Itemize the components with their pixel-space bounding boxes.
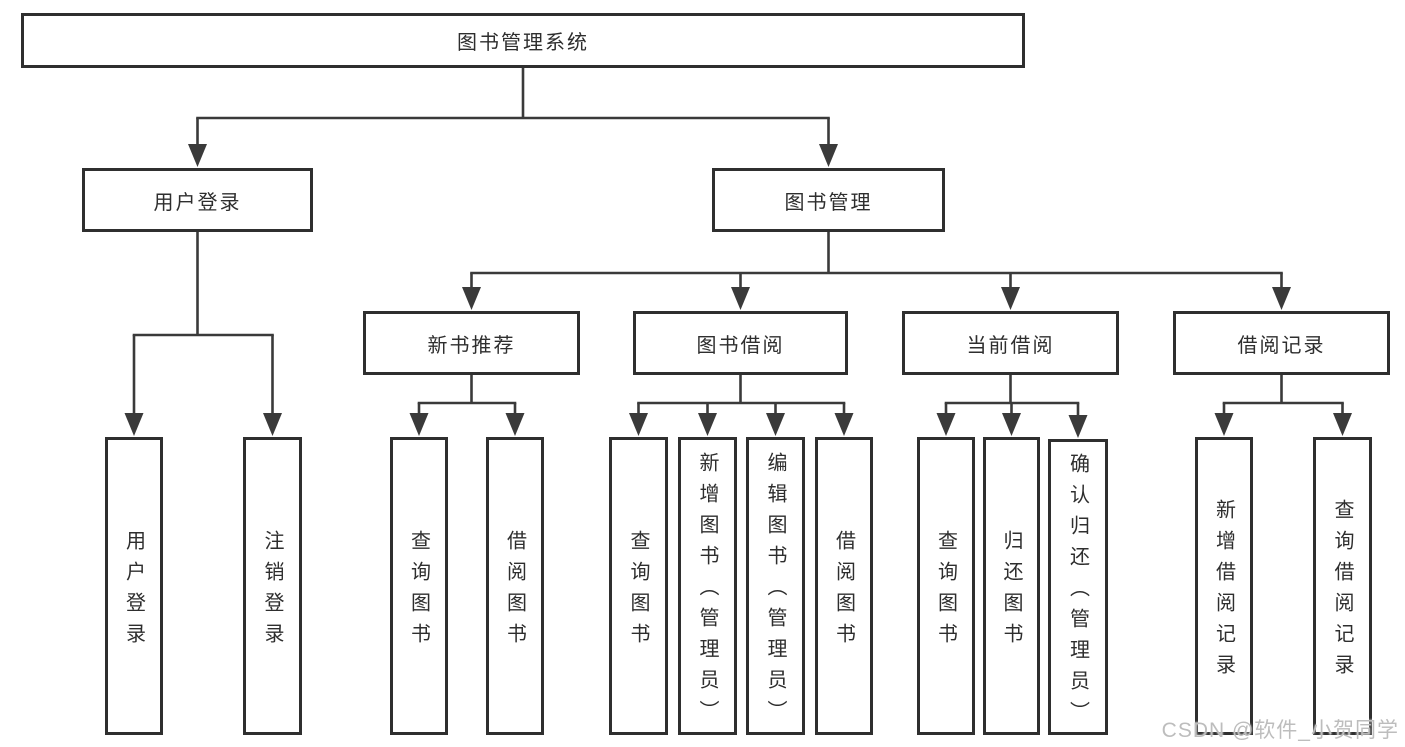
node-label-book-mgmt: 图书管理 — [784, 191, 873, 214]
arrowhead-icon — [698, 413, 717, 436]
node-leaf-confirm-return: 确认归还（管理员） — [1048, 439, 1108, 735]
node-label-book-borrow: 图书借阅 — [696, 334, 785, 357]
arrowhead-icon — [834, 413, 854, 436]
arrowhead-icon — [409, 413, 429, 436]
node-book-mgmt: 图书管理 — [712, 168, 945, 232]
arrowhead-icon — [462, 287, 481, 310]
node-leaf-borrow-book-1: 借阅图书 — [486, 437, 544, 735]
node-leaf-borrow-book-2: 借阅图书 — [815, 437, 873, 735]
node-leaf-logout: 注销登录 — [243, 437, 302, 735]
node-leaf-edit-book: 编辑图书（管理员） — [746, 437, 805, 735]
arrowhead-icon — [1214, 413, 1234, 436]
arrowhead-icon — [1002, 413, 1021, 436]
node-borrow-records: 借阅记录 — [1173, 311, 1390, 375]
node-label-user-login: 用户登录 — [153, 191, 242, 214]
arrowhead-icon — [766, 413, 785, 436]
node-label-leaf-confirm-return: 确认归还（管理员） — [1066, 453, 1089, 732]
node-root: 图书管理系统 — [21, 13, 1025, 68]
node-book-borrow: 图书借阅 — [633, 311, 848, 375]
node-label-leaf-borrow-book-1: 借阅图书 — [503, 529, 526, 654]
node-leaf-query-book-3: 查询图书 — [917, 437, 975, 735]
node-label-leaf-return-book: 归还图书 — [1000, 529, 1022, 654]
node-user-login: 用户登录 — [82, 168, 313, 232]
node-label-leaf-logout: 注销登录 — [261, 529, 283, 654]
node-leaf-return-book: 归还图书 — [983, 437, 1040, 735]
node-label-leaf-query-book-3: 查询图书 — [934, 529, 957, 654]
node-label-leaf-query-record: 查询借阅记录 — [1331, 498, 1353, 685]
node-label-leaf-user-login: 用户登录 — [122, 529, 145, 654]
node-leaf-add-record: 新增借阅记录 — [1195, 437, 1253, 735]
node-label-borrow-records: 借阅记录 — [1237, 334, 1326, 357]
node-leaf-query-book-2: 查询图书 — [609, 437, 668, 735]
arrowhead-icon — [936, 413, 956, 436]
node-label-leaf-query-book-1: 查询图书 — [407, 529, 430, 654]
node-label-leaf-add-book: 新增图书（管理员） — [696, 452, 718, 731]
arrowhead-icon — [731, 287, 750, 310]
node-leaf-query-record: 查询借阅记录 — [1313, 437, 1372, 735]
arrowhead-icon — [124, 413, 144, 436]
arrowhead-icon — [629, 413, 648, 436]
arrowhead-icon — [263, 413, 282, 436]
watermark-text: CSDN @软件_小贺同学 — [1161, 719, 1399, 742]
arrowhead-icon — [819, 144, 838, 167]
arrowhead-icon — [1272, 287, 1291, 310]
node-label-leaf-query-book-2: 查询图书 — [627, 529, 649, 654]
arrowhead-icon — [1068, 415, 1088, 438]
node-leaf-query-book-1: 查询图书 — [390, 437, 448, 735]
node-leaf-add-book: 新增图书（管理员） — [678, 437, 737, 735]
node-label-new-book-rec: 新书推荐 — [427, 334, 516, 357]
node-label-root: 图书管理系统 — [457, 32, 589, 54]
node-leaf-user-login: 用户登录 — [105, 437, 163, 735]
node-current-borrow: 当前借阅 — [902, 311, 1119, 375]
node-label-leaf-add-record: 新增借阅记录 — [1212, 498, 1235, 685]
arrowhead-icon — [1333, 413, 1352, 436]
node-label-current-borrow: 当前借阅 — [966, 334, 1055, 357]
node-label-leaf-borrow-book-2: 借阅图书 — [832, 529, 855, 654]
arrowhead-icon — [188, 144, 207, 167]
arrowhead-icon — [1001, 287, 1020, 310]
arrowhead-icon — [505, 413, 525, 436]
node-new-book-rec: 新书推荐 — [363, 311, 580, 375]
node-label-leaf-edit-book: 编辑图书（管理员） — [764, 452, 786, 731]
